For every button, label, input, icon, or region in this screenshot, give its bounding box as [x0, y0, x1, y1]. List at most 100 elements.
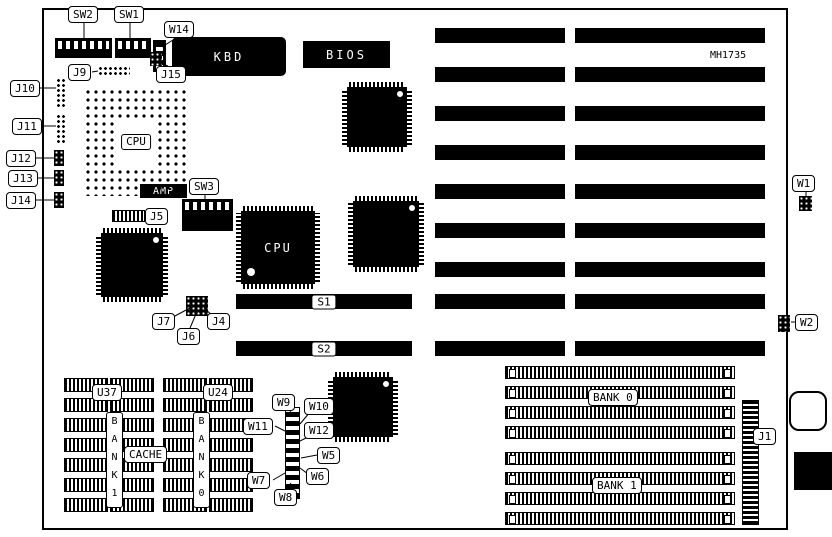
- isa-slot-segment: [575, 294, 765, 309]
- vlb-slot-s2: S2: [236, 341, 412, 356]
- simm-bank1-label: BANK 1: [592, 477, 642, 494]
- pin-row: [407, 89, 412, 145]
- pin-row: [243, 206, 313, 211]
- callout-j4: J4: [207, 313, 231, 330]
- callout-w11: W11: [243, 418, 273, 435]
- callout-w10: W10: [304, 398, 334, 415]
- jumper-w2: [778, 315, 790, 332]
- qfp-chip-1: [342, 82, 412, 152]
- pin-row: [335, 372, 391, 377]
- callout-j15: J15: [156, 66, 186, 83]
- callout-w12: W12: [304, 422, 334, 439]
- callout-w7: W7: [247, 472, 271, 489]
- pin-row: [349, 82, 405, 87]
- callout-j9: J9: [68, 64, 92, 81]
- pin-header-j15: [150, 52, 162, 66]
- isa-slot-segment: [435, 262, 565, 277]
- qfp-chip-4-body: [333, 377, 393, 437]
- slot-s1-label: S1: [311, 294, 337, 309]
- callout-j5: J5: [145, 208, 169, 225]
- pin-row: [236, 213, 241, 282]
- isa-slot-segment: [575, 262, 765, 277]
- callout-w1: W1: [792, 175, 816, 192]
- memory-chip: [110, 398, 154, 412]
- cpu-socket-label: CPU: [121, 134, 151, 150]
- isa-slot-segment: [435, 145, 565, 160]
- memory-chip: [209, 458, 253, 472]
- simm-socket: [505, 512, 735, 525]
- pin-row: [419, 203, 424, 265]
- pin-header-j13: [54, 170, 64, 186]
- memory-chip: [64, 438, 108, 452]
- callout-w2: W2: [795, 314, 819, 331]
- isa-slot-segment: [435, 67, 565, 82]
- connector-j1: [742, 400, 759, 525]
- connector-j7-j6-j4: [186, 296, 208, 316]
- pin-row: [342, 89, 347, 145]
- pin-header-j14: [54, 192, 64, 208]
- isa-slot-segment: [575, 223, 765, 238]
- qfp-chip-2-body: [353, 201, 419, 267]
- isa-slot-segment: [575, 145, 765, 160]
- pin-row: [393, 379, 398, 435]
- pin-row: [163, 235, 168, 295]
- pin-row: [315, 213, 320, 282]
- qfp-chip-3: [96, 228, 168, 302]
- vlb-slot-s1: S1: [236, 294, 412, 309]
- pin-header-j12: [54, 150, 64, 166]
- isa-slot-segment: [575, 67, 765, 82]
- pin-row: [335, 437, 391, 442]
- pin1-dot: [383, 381, 389, 387]
- isa-slot-segment: [575, 106, 765, 121]
- pin-header-j11: [56, 114, 66, 144]
- callout-j13: J13: [8, 170, 38, 187]
- isa-slot-segment: [435, 106, 565, 121]
- bios-chip-label: BIOS: [326, 47, 367, 62]
- memory-chip: [64, 418, 108, 432]
- cpu-chip: CPU: [236, 206, 320, 289]
- memory-chip: [64, 458, 108, 472]
- callout-j12: J12: [6, 150, 36, 167]
- isa-slot-segment: [435, 294, 565, 309]
- simm-socket: [505, 426, 735, 439]
- callout-j14: J14: [6, 192, 36, 209]
- qfp-chip-3-body: [101, 233, 163, 297]
- simm-bank0-label: BANK 0: [588, 389, 638, 406]
- cpu-socket: CPU: [84, 88, 188, 196]
- dip-switch-sw3: [182, 199, 233, 231]
- pin1-dot: [409, 205, 415, 211]
- callout-j7: J7: [152, 313, 176, 330]
- isa-slot-segment: [435, 341, 565, 356]
- cache-bank1-label: B A N K 1: [106, 412, 123, 508]
- callout-w8: W8: [274, 489, 298, 506]
- jumper-w1: [799, 196, 812, 211]
- isa-slot-segment: [575, 341, 765, 356]
- memory-chip: [64, 498, 108, 512]
- callout-sw2: SW2: [68, 6, 98, 23]
- cache-label: CACHE: [124, 446, 168, 463]
- pin-row: [96, 235, 101, 295]
- memory-chip: [64, 398, 108, 412]
- memory-chip: [209, 438, 253, 452]
- pin-header-j10: [56, 78, 66, 108]
- isa-slot-segment: [575, 28, 765, 43]
- jumper-j5: [112, 210, 145, 222]
- pin-row: [349, 147, 405, 152]
- cpu-chip-label: CPU: [264, 240, 292, 255]
- callout-w5: W5: [317, 447, 341, 464]
- cpu-chip-body: CPU: [241, 211, 315, 284]
- part-number: MH1735: [710, 50, 747, 61]
- chip-u24-label: U24: [203, 384, 233, 401]
- callout-sw3: SW3: [189, 178, 219, 195]
- external-connector: [794, 452, 832, 490]
- memory-chip: [209, 498, 253, 512]
- callout-w9: W9: [272, 394, 296, 411]
- pin-row: [348, 203, 353, 265]
- qfp-chip-2: [348, 196, 424, 272]
- isa-slot-segment: [575, 184, 765, 199]
- dip-switch-sw1: [115, 38, 151, 58]
- cache-bank0-label: B A N K 0: [193, 412, 210, 508]
- isa-slot-segment: [435, 28, 565, 43]
- pin-header-j9: [98, 66, 130, 76]
